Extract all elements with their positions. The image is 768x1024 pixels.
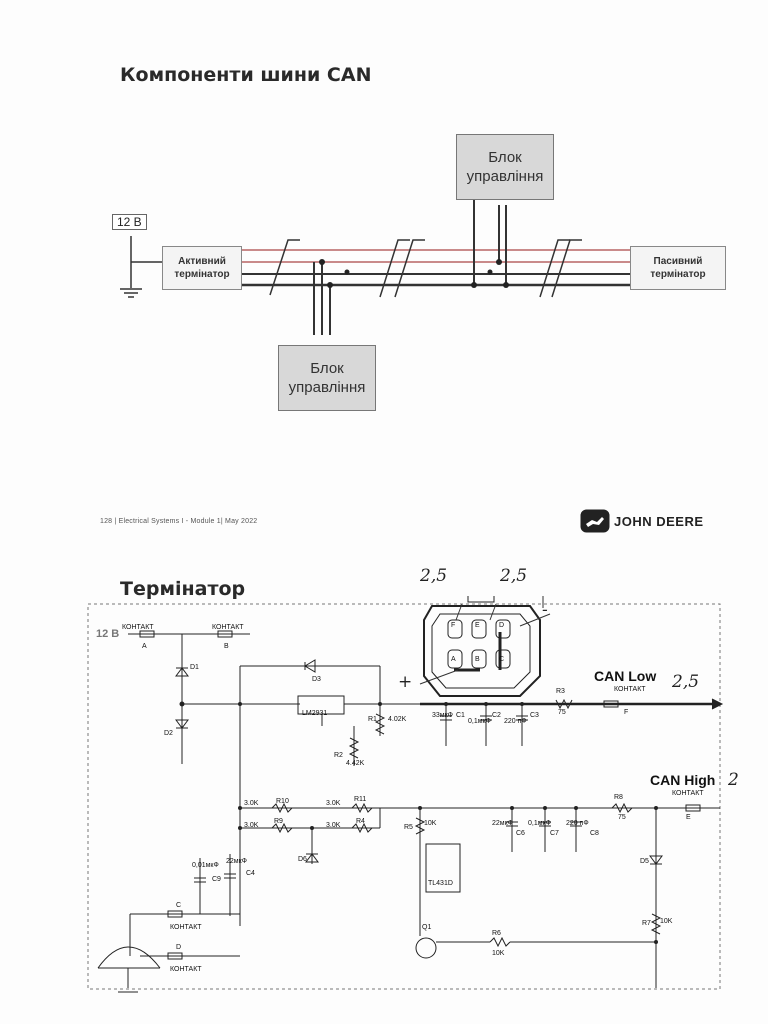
input-12v-label: 12 В [96,628,120,640]
connector-pin-b: B [475,656,480,663]
c2-value: 0,1мкФ [468,718,491,725]
c9-label: C9 [212,876,221,883]
pin-a-label: A [142,643,147,650]
pin-c-label: C [176,902,182,909]
r7-value: 10K [660,918,673,925]
contact-b-label: КОНТАКТ [212,624,244,631]
handwritten-2-5-left: 2,5 [420,566,448,586]
d6-label: D6 [298,856,307,863]
connector-pin-e: E [475,622,480,629]
page-footer-text: 128 | Electrical Systems I - Module 1| M… [100,518,258,525]
r8-label: R8 [614,794,623,801]
pin-d-label: D [176,944,182,951]
r8-value: 75 [618,814,626,821]
c7-value: 0,1мкФ [528,820,551,827]
c3-label: C3 [530,712,539,719]
d3-label: D3 [312,676,321,683]
contact-e-label: КОНТАКТ [672,790,704,797]
can-low-label: CAN Low [594,668,657,684]
c2-label: C2 [492,712,501,719]
c8-label: C8 [590,830,599,837]
r5-label: R5 [404,824,413,831]
tl431-label: TL431D [428,880,453,887]
r3-label: R3 [556,688,565,695]
r9-value: 3.0K [244,822,259,829]
r4-value: 3.0K [326,822,341,829]
handwritten-minus: - [542,600,548,620]
page-title-can-components: Компоненти шини CAN [120,64,372,86]
r9-label: R9 [274,818,283,825]
contact-a-label: КОНТАКТ [122,624,154,631]
handwritten-2-can-high: 2 [728,770,739,790]
passive-terminator-box: Пасивний термінатор [630,246,726,290]
d5-label: D5 [640,858,649,865]
r2-label: R2 [334,752,343,759]
contact-c-label: КОНТАКТ [170,924,202,931]
pin-f-label: F [624,709,629,716]
q1-label: Q1 [422,924,432,931]
r1-label: R1 [368,716,377,723]
pin-b-label: B [224,643,229,650]
john-deere-brand: JOHN DEERE [614,514,704,529]
c9-value: 0,01мкФ [192,862,219,869]
r3-value: 75 [558,709,566,716]
d2-label: D2 [164,730,173,737]
handwritten-plus: + [398,672,413,692]
c7-label: C7 [550,830,559,837]
r4-label: R4 [356,818,365,825]
voltage-12v-tag: 12 В [112,214,147,230]
c3-value: 220 пФ [504,718,527,725]
c4-label: C4 [246,870,255,877]
r7-label: R7 [642,920,651,927]
terminator-schematic [87,596,724,993]
connector-pin-c: C [499,656,505,663]
lm2931-label: LM2931 [302,710,328,717]
c1-value: 33мкФ [432,712,453,719]
can-bus-diagram [120,200,632,335]
handwritten-2-5-can-low: 2,5 [672,672,700,692]
r6-label: R6 [492,930,501,937]
c6-label: C6 [516,830,525,837]
can-high-label: CAN High [650,772,716,788]
c4-value: 22мкФ [226,858,247,865]
r11-value: 3.0K [326,800,341,807]
r10-value: 3.0K [244,800,259,807]
john-deere-deer-icon [580,509,610,533]
r6-value: 10K [492,950,505,957]
contact-d-label: КОНТАКТ [170,966,202,973]
c8-value: 220 пФ [566,820,589,827]
r11-label: R11 [354,796,367,803]
pin-e-label: E [686,814,691,821]
connector-pin-f: F [451,622,456,629]
page-title-terminator: Термінатор [120,578,246,600]
control-unit-top: Блок управління [456,134,554,200]
connector-pin-a: A [451,656,456,663]
d1-label: D1 [190,664,199,671]
active-terminator-box: Активний термінатор [162,246,242,290]
r10-label: R10 [276,798,289,805]
c6-value: 22мкФ [492,820,513,827]
connector-pin-d: D [499,622,505,629]
r1-value: 4.02K [388,716,407,723]
handwritten-2-5-right: 2,5 [500,566,528,586]
control-unit-bottom: Блок управління [278,345,376,411]
r5-value: 10K [424,820,437,827]
c1-label: C1 [456,712,465,719]
contact-f-label: КОНТАКТ [614,686,646,693]
r2-value: 4.42K [346,760,365,767]
